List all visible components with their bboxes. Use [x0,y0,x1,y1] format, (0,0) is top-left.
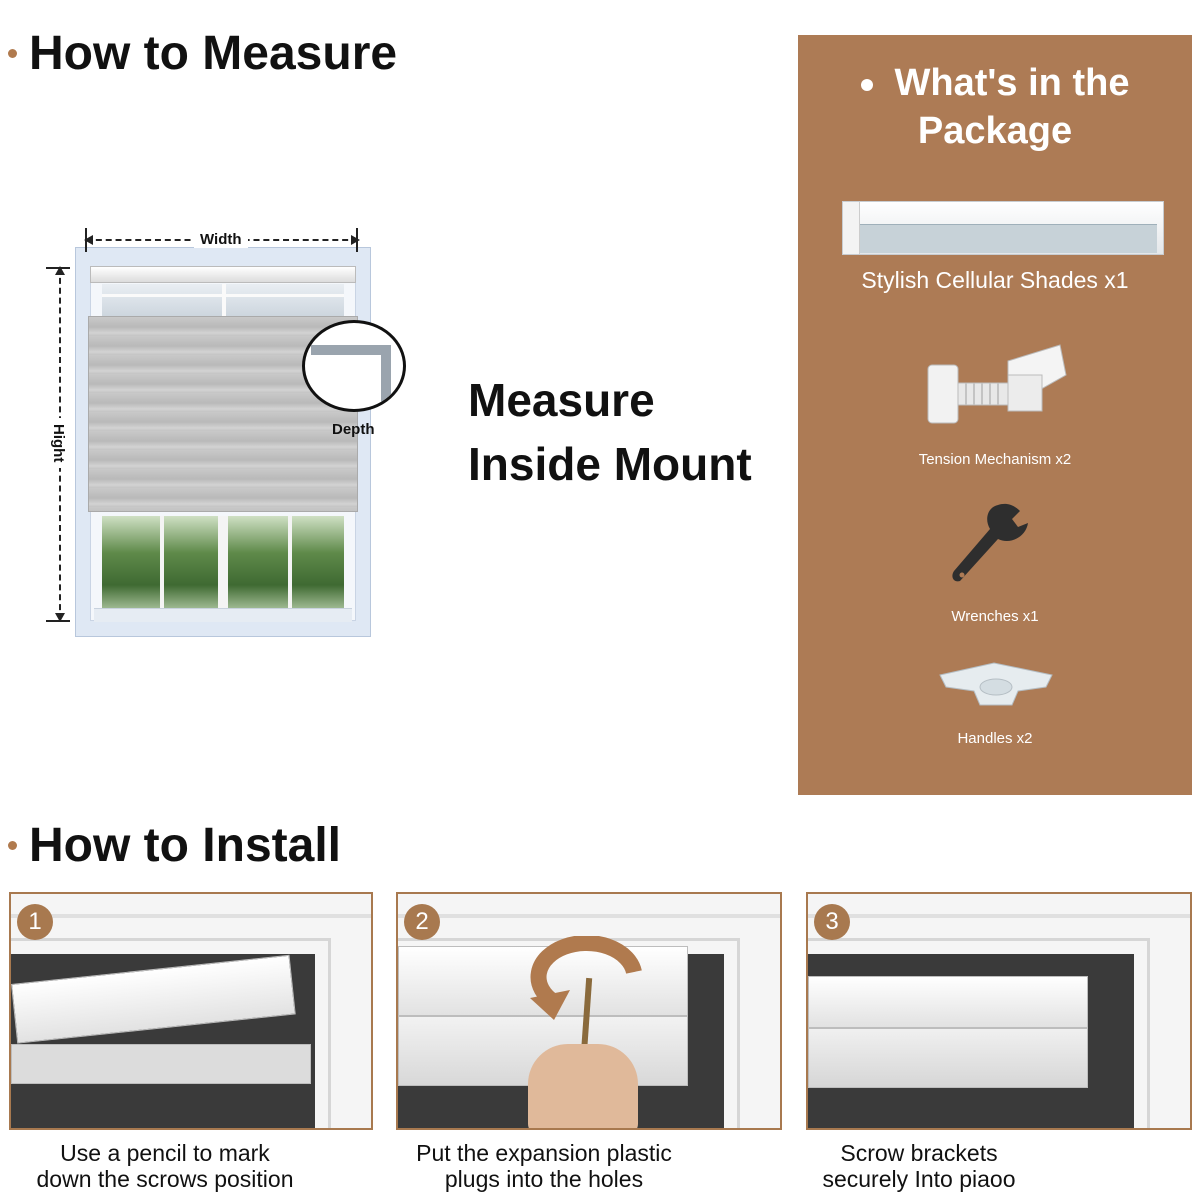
shade-headrail [808,976,1088,1028]
hand-image [528,1044,638,1128]
height-dimension-line: Hight [50,266,67,622]
depth-detail-callout [302,320,406,412]
wrench-icon [952,503,1028,582]
tension-mechanism-image [927,344,1067,424]
install-heading: How to Install [8,818,341,873]
depth-label: Depth [332,421,375,438]
measure-heading-text: How to Measure [29,27,398,80]
step-1-caption: Use a pencil to mark down the scrows pos… [14,1140,316,1192]
step-caption-line2: down the scrows position [36,1166,294,1192]
measure-caption-line2: Inside Mount [468,438,752,490]
shade-headrail [90,266,356,283]
measure-caption-line1: Measure [468,374,655,426]
window-top-glass [102,284,344,316]
measure-heading: How to Measure [8,26,397,81]
height-label: Hight [50,418,67,469]
step-3-caption: Scrow brackets securely Into piaoo [812,1140,1026,1192]
step-caption-line1: Use a pencil to mark [60,1140,270,1166]
package-item-label: Wrenches x1 [951,608,1039,625]
package-title-line1: What's in the [798,59,1192,107]
step-number-badge: 3 [814,904,850,940]
package-title-line2: Package [917,110,1073,152]
package-item-label: Handles x2 [957,730,1033,747]
step-number-badge: 2 [404,904,440,940]
rotate-arrow-icon [530,936,642,1020]
window-measure-diagram: Width Hight Depth [40,220,420,650]
step-caption-line1: Scrow brackets [840,1140,998,1166]
package-title: What's in the Package [798,59,1192,155]
package-item-label: Tension Mechanism x2 [918,451,1072,468]
measure-caption: Measure Inside Mount [468,368,752,496]
step-caption-line2: securely Into piaoo [822,1166,1016,1192]
package-item-label: Stylish Cellular Shades x1 [861,267,1129,293]
width-dimension-line: Width [84,231,360,248]
install-step-1-image: 1 [9,892,373,1130]
arrow-up-icon [55,266,65,275]
width-label: Width [194,231,248,248]
arrow-right-icon [351,235,360,245]
step-caption-line2: plugs into the holes [444,1166,644,1192]
install-heading-text: How to Install [29,819,341,872]
install-step-2-image: 2 [396,892,782,1130]
window-bottom-glass [102,516,344,608]
bullet-dot-icon [8,49,17,58]
arrow-down-icon [55,613,65,622]
bullet-dot-icon [8,841,17,850]
shade-fabric [808,1028,1088,1088]
handle-image [939,662,1053,706]
cellular-shade-image [842,201,1164,255]
package-contents-panel: What's in the Package Stylish Cellular S… [798,35,1192,795]
step-2-caption: Put the expansion plastic plugs into the… [394,1140,694,1192]
step-caption-line1: Put the expansion plastic [416,1140,672,1166]
window-sill [94,608,352,622]
step-number-badge: 1 [17,904,53,940]
arrow-left-icon [84,235,93,245]
shade-fabric [11,1044,311,1084]
install-step-3-image: 3 [806,892,1192,1130]
